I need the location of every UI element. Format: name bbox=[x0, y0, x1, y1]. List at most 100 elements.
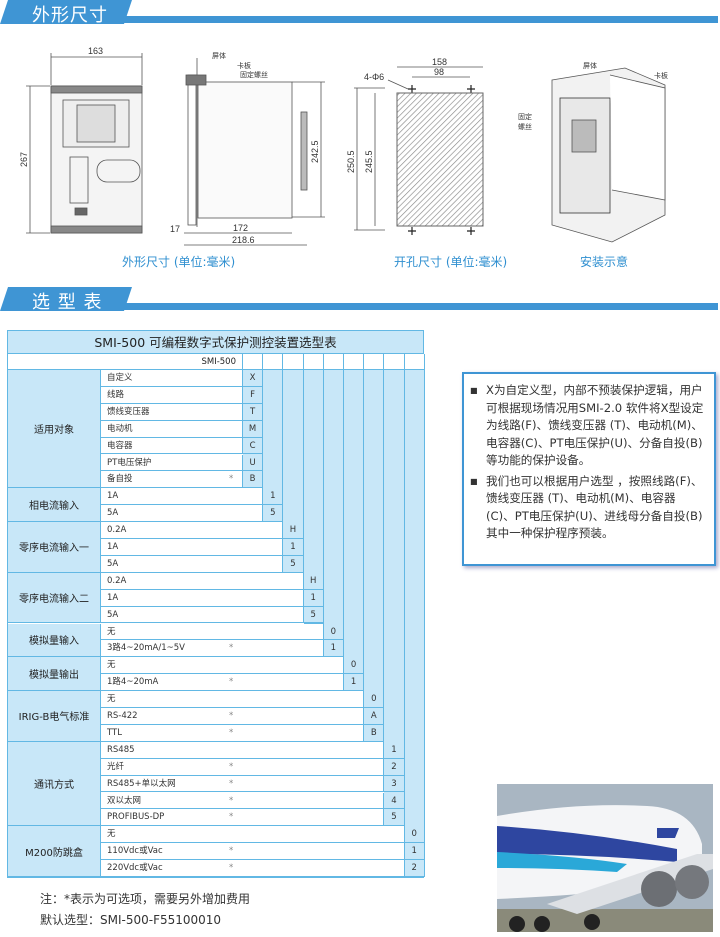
option-row bbox=[101, 403, 243, 421]
dim-label: 163 bbox=[88, 46, 103, 56]
code-column bbox=[344, 370, 365, 692]
group-label: 零序电流输入一 bbox=[8, 522, 101, 573]
option-row bbox=[101, 589, 304, 607]
model-code-slot bbox=[364, 354, 385, 370]
section-title: 外形尺寸 bbox=[32, 5, 108, 26]
option-row bbox=[101, 775, 385, 793]
code-cell: 1 bbox=[384, 741, 405, 759]
optional-marker: * bbox=[229, 795, 234, 806]
option-row bbox=[101, 488, 264, 506]
optional-marker: * bbox=[229, 778, 234, 789]
code-cell: 1 bbox=[344, 674, 365, 692]
option-label: 馈线变压器 bbox=[107, 406, 150, 417]
option-row bbox=[101, 522, 284, 539]
code-cell: F bbox=[243, 386, 264, 404]
option-row bbox=[101, 708, 365, 725]
option-label: 0.2A bbox=[107, 525, 127, 536]
section-header-dimensions: 外形尺寸 bbox=[0, 0, 720, 24]
option-label: 1A bbox=[107, 542, 119, 552]
dim-label: 245.5 bbox=[364, 150, 374, 173]
info-item: ■X为自定义型，内部不预装保护逻辑，用户可根据现场情况用SMI-2.0 软件将X… bbox=[470, 382, 704, 470]
info-item: ■我们也可以根据用户选型 ，按照线路(F)、馈线变压器 (T)、电动机(M)、电… bbox=[470, 473, 704, 543]
dim-label: 267 bbox=[19, 152, 29, 167]
code-cell: 2 bbox=[384, 758, 405, 776]
option-row bbox=[101, 674, 344, 692]
option-row bbox=[101, 860, 405, 877]
dim-label: 172 bbox=[233, 223, 248, 233]
code-cell: 1 bbox=[303, 589, 324, 607]
option-row bbox=[101, 741, 385, 759]
option-label: 电容器 bbox=[107, 440, 133, 451]
dimension-drawings: 163 267 屏体 卡板 固定螺丝 242.5 17 172 218.6 15… bbox=[19, 46, 668, 246]
model-code-slot bbox=[344, 354, 365, 370]
group-label: 适用对象 bbox=[8, 370, 101, 489]
option-row bbox=[101, 623, 324, 641]
option-label: 110Vdc或Vac bbox=[107, 846, 163, 857]
option-label: TTL bbox=[107, 727, 122, 738]
model-cell: SMI-500 bbox=[8, 354, 243, 370]
bullet-icon: ■ bbox=[470, 476, 478, 486]
code-cell: 1 bbox=[263, 488, 284, 506]
dim-label: 4-Φ6 bbox=[364, 72, 384, 82]
option-label: 自定义 bbox=[107, 373, 133, 383]
dim-label: 250.5 bbox=[346, 150, 356, 173]
code-cell: 0 bbox=[364, 691, 385, 708]
note-default: 默认选型：SMI-500-F55100010 bbox=[40, 913, 222, 927]
option-row bbox=[101, 555, 284, 573]
callout-label: 固定螺丝 bbox=[240, 70, 268, 79]
option-row bbox=[101, 572, 304, 590]
option-row bbox=[101, 505, 264, 523]
group-label: IRIG-B电气标准 bbox=[8, 691, 101, 742]
option-row bbox=[101, 691, 365, 708]
option-label: 0.2A bbox=[107, 575, 127, 586]
code-cell: H bbox=[303, 572, 324, 590]
code-cell: 5 bbox=[283, 555, 304, 573]
model-code-slot bbox=[384, 354, 405, 370]
option-label: RS485+单以太网 bbox=[107, 778, 176, 789]
optional-marker: * bbox=[229, 711, 234, 721]
info-text: X为自定义型，内部不预装保护逻辑，用户可根据现场情况用SMI-2.0 软件将X型… bbox=[486, 383, 704, 467]
code-cell: 1 bbox=[404, 843, 425, 861]
option-row bbox=[101, 809, 385, 827]
option-label: 5A bbox=[107, 558, 119, 569]
option-row bbox=[101, 826, 405, 844]
option-label: PT电压保护 bbox=[107, 457, 152, 468]
callout-label: 卡板 bbox=[654, 71, 668, 80]
code-cell: 1 bbox=[323, 640, 344, 658]
section-header-selection: 选 型 表 bbox=[0, 287, 720, 311]
optional-marker: * bbox=[229, 727, 234, 738]
option-label: 光纤 bbox=[107, 761, 125, 772]
optional-marker: * bbox=[229, 474, 234, 485]
option-row bbox=[101, 657, 344, 675]
option-label: 无 bbox=[107, 694, 116, 705]
callout-label: 屏体 bbox=[212, 51, 226, 60]
option-row bbox=[101, 370, 243, 387]
optional-marker: * bbox=[229, 812, 234, 823]
code-cell: 3 bbox=[384, 775, 405, 793]
group-label: 通讯方式 bbox=[8, 741, 101, 827]
callout-label: 固定 bbox=[518, 112, 532, 121]
option-row bbox=[101, 386, 243, 404]
airplane-photo bbox=[497, 784, 713, 932]
optional-marker: * bbox=[229, 846, 234, 857]
code-cell: B bbox=[243, 471, 264, 489]
option-row bbox=[101, 843, 405, 861]
option-row bbox=[101, 420, 243, 438]
model-code-slot bbox=[323, 354, 344, 370]
optional-marker: * bbox=[229, 643, 234, 654]
option-label: 无 bbox=[107, 829, 116, 840]
option-label: 1路4~20mA bbox=[107, 677, 159, 688]
model-code-slot bbox=[263, 354, 284, 370]
group-label: 模拟量输出 bbox=[8, 657, 101, 692]
option-label: 电动机 bbox=[107, 423, 133, 434]
code-column bbox=[364, 370, 385, 742]
code-cell: 5 bbox=[384, 809, 405, 827]
caption-dimensions: 外形尺寸 (单位:毫米) bbox=[122, 255, 236, 269]
code-cell: 0 bbox=[404, 826, 425, 844]
callout-label: 卡板 bbox=[237, 61, 251, 70]
code-cell: X bbox=[243, 370, 264, 387]
model-code-slot bbox=[283, 354, 304, 370]
caption-cutout: 开孔尺寸 (单位:毫米) bbox=[394, 255, 508, 269]
code-cell: 2 bbox=[404, 860, 425, 877]
